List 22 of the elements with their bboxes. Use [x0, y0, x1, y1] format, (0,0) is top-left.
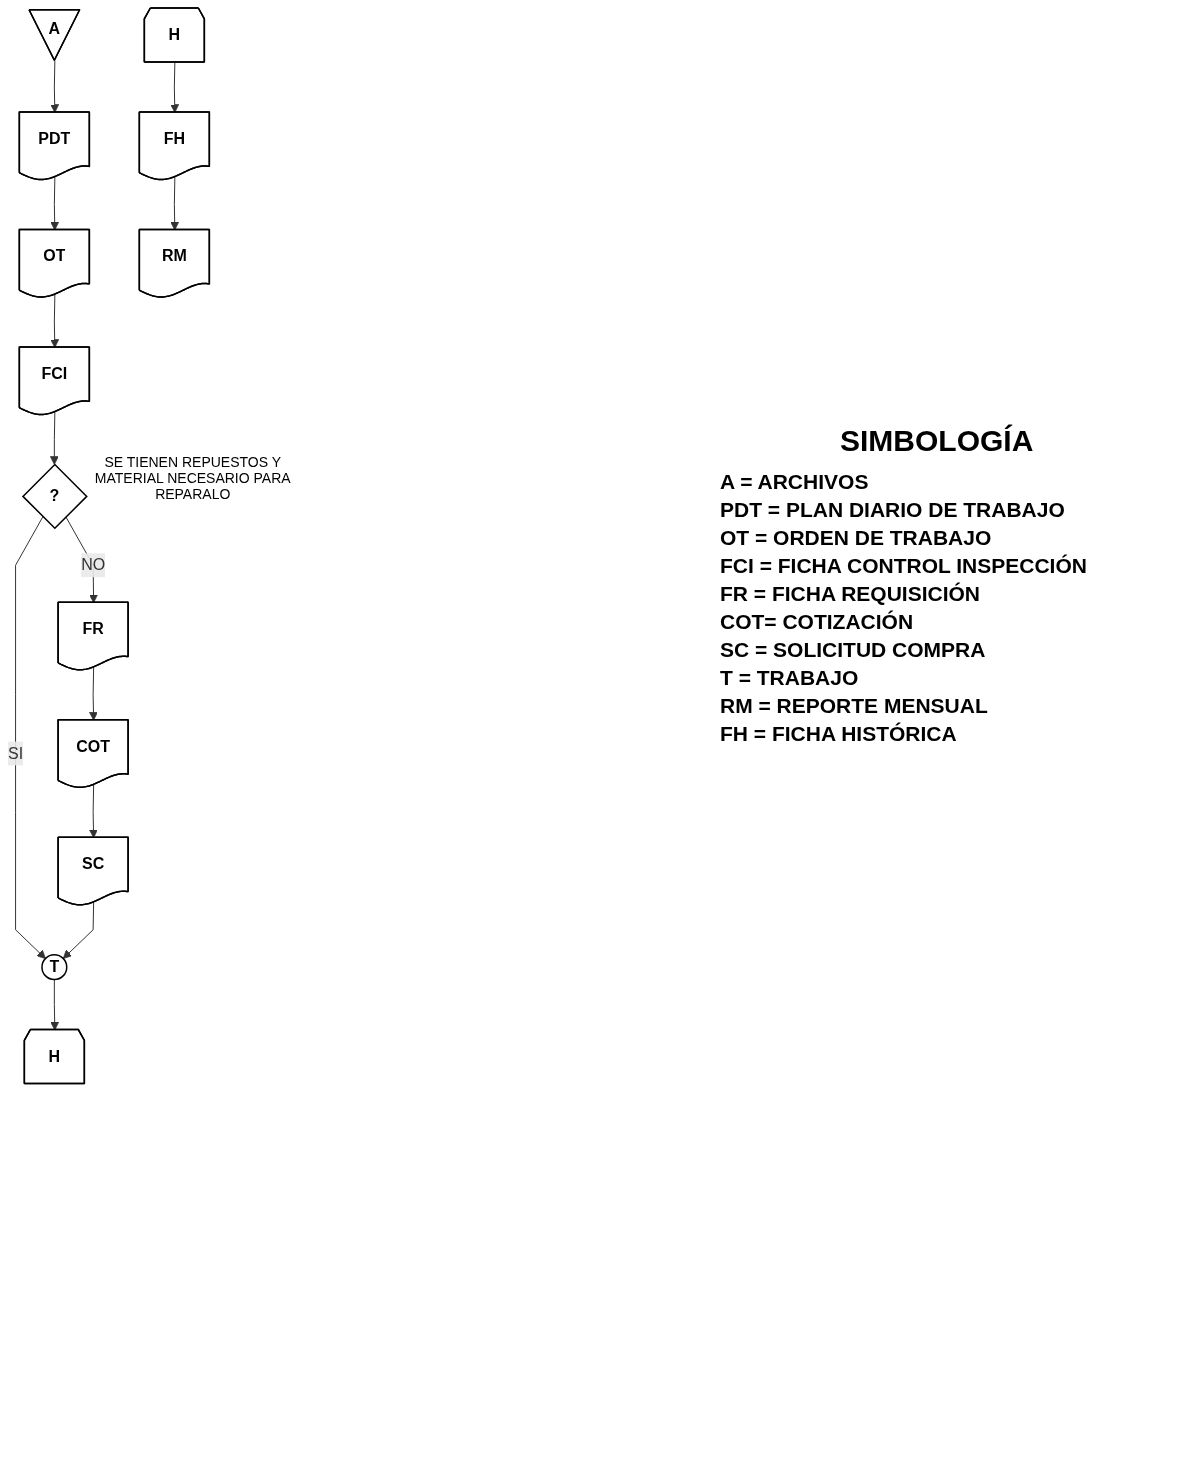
legend-entry: PDT = PLAN DIARIO DE TRABAJO [720, 498, 1066, 522]
legend-entry: SC = SOLICITUD COMPRA [720, 638, 987, 662]
legend-entry: FH = FICHA HISTÓRICA [720, 722, 958, 746]
arrow [170, 62, 180, 113]
node-diamond: ? [21, 463, 88, 530]
note-text: SE TIENEN REPUESTOS Y MATERIAL NECESARIO PARA REPARALO [93, 454, 292, 503]
arrow [15, 516, 46, 959]
arrow [49, 411, 59, 465]
edge-label: NO [81, 556, 106, 574]
legend-entry: OT = ORDEN DE TRABAJO [720, 526, 993, 550]
legend-entry: COT= COTIZACIÓN [720, 610, 915, 634]
legend-heading: SIMBOLOGÍA [839, 424, 1035, 458]
legend-entry: FCI = FICHA CONTROL INSPECCIÓN [720, 554, 1088, 578]
legend-entry: FR = FICHA REQUISICIÓN [720, 582, 981, 606]
edge-label: SI [8, 744, 24, 762]
arrow [62, 901, 95, 959]
legend-entry: RM = REPORTE MENSUAL [720, 694, 989, 718]
legend-entry: A = ARCHIVOS [720, 470, 870, 494]
arrow [50, 979, 60, 1031]
node-circle: T [41, 954, 68, 981]
legend-entry: T = TRABAJO [720, 666, 860, 690]
arrow [50, 60, 60, 113]
